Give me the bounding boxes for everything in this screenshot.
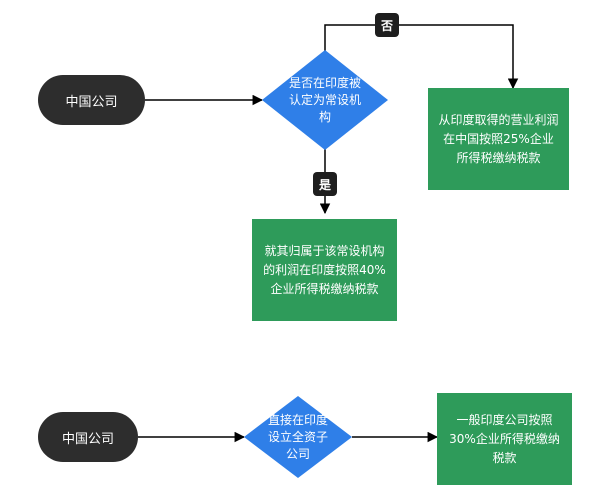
decision-diamond-2 — [244, 396, 352, 478]
no-branch-tag: 否 — [375, 13, 399, 37]
arrow-no-path — [324, 24, 519, 90]
start-node-label: 中国公司 — [65, 94, 118, 110]
decision-1-label: 是否在印度被认定为常设机构 — [288, 75, 361, 124]
start-node-china-company: 中国公司 — [38, 75, 145, 125]
result-box-india-pe-tax: 就其归属于该常设机构的利润在印度按照40%企业所得税缴纳税款 — [252, 219, 397, 321]
decision-2-label: 直接在印度设立全资子公司 — [267, 412, 328, 461]
yes-branch-tag: 是 — [313, 172, 337, 196]
start-node-2-label: 中国公司 — [61, 431, 114, 447]
decision-diamond-1 — [262, 50, 388, 150]
result-box-china-tax: 从印度取得的营业利润在中国按照25%企业所得税缴纳税款 — [428, 88, 569, 190]
start-node-china-company-2: 中国公司 — [38, 412, 138, 462]
result-box-india-subsidiary-tax: 一般印度公司按照30%企业所得税缴纳税款 — [437, 393, 572, 485]
